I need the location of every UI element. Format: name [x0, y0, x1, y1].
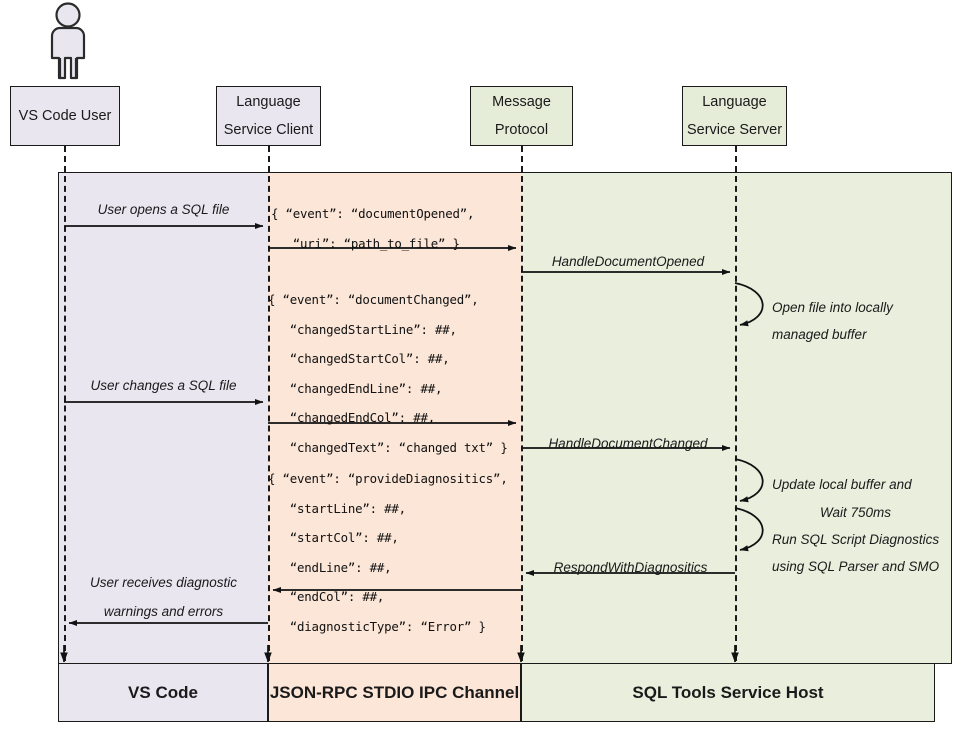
message-label-user-receives-line1: User receives diagnostic [89, 575, 238, 590]
lifeline-message-protocol [521, 146, 523, 661]
person-icon [38, 2, 98, 80]
participant-label-line2: Service Server [686, 122, 783, 138]
note-open-file-line2: managed buffer [772, 327, 867, 342]
note-update-buffer-line1: Update local buffer and [772, 477, 912, 492]
legend-label: SQL Tools Service Host [632, 682, 824, 702]
legend-label: VS Code [128, 682, 198, 702]
band-ipc [268, 172, 521, 664]
participant-message-protocol[interactable]: Message Protocol [470, 86, 573, 146]
message-label-respond-with-diagnostics: RespondWithDiagnositics [553, 560, 708, 575]
lifeline-language-service-server [735, 146, 737, 661]
lifeline-vs-code-user [64, 146, 66, 661]
participant-label-line1: VS Code User [18, 107, 112, 124]
participant-label-line2: Service Client [223, 122, 314, 138]
participant-label-line1: Language [702, 93, 767, 110]
participant-label-line1: Message [492, 93, 551, 110]
lifeline-language-service-client [268, 146, 270, 661]
legend-sql-host[interactable]: SQL Tools Service Host [521, 663, 935, 722]
payload-document-opened: { “event”: “documentOpened”, “uri”: “pat… [271, 206, 475, 251]
message-label-handle-document-opened: HandleDocumentOpened [551, 254, 705, 269]
participant-language-service-server[interactable]: Language Service Server [682, 86, 787, 146]
payload-document-changed: { “event”: “documentChanged”, “changedSt… [268, 292, 508, 455]
payload-provide-diagnostics: { “event”: “provideDiagnositics”, “start… [268, 471, 508, 634]
note-run-diagnostics-line2: using SQL Parser and SMO [772, 559, 940, 574]
message-label-handle-document-changed: HandleDocumentChanged [548, 436, 708, 451]
legend-label: JSON-RPC STDIO IPC Channel [269, 682, 520, 702]
note-open-file-line1: Open file into locally [772, 300, 893, 315]
note-update-buffer-line2: Wait 750ms [820, 505, 892, 520]
legend-ipc[interactable]: JSON-RPC STDIO IPC Channel [268, 663, 521, 722]
message-label-user-changes: User changes a SQL file [90, 378, 237, 393]
note-run-diagnostics-line1: Run SQL Script Diagnostics [772, 532, 940, 547]
participant-label-line1: Language [236, 93, 301, 110]
participant-label-line2: Protocol [494, 122, 549, 138]
message-label-user-receives-line2: warnings and errors [103, 604, 224, 619]
participant-language-service-client[interactable]: Language Service Client [216, 86, 321, 146]
band-vscode [58, 172, 268, 664]
participant-vs-code-user[interactable]: VS Code User [10, 86, 120, 146]
legend-vs-code[interactable]: VS Code [58, 663, 268, 722]
message-label-user-opens: User opens a SQL file [97, 202, 230, 217]
